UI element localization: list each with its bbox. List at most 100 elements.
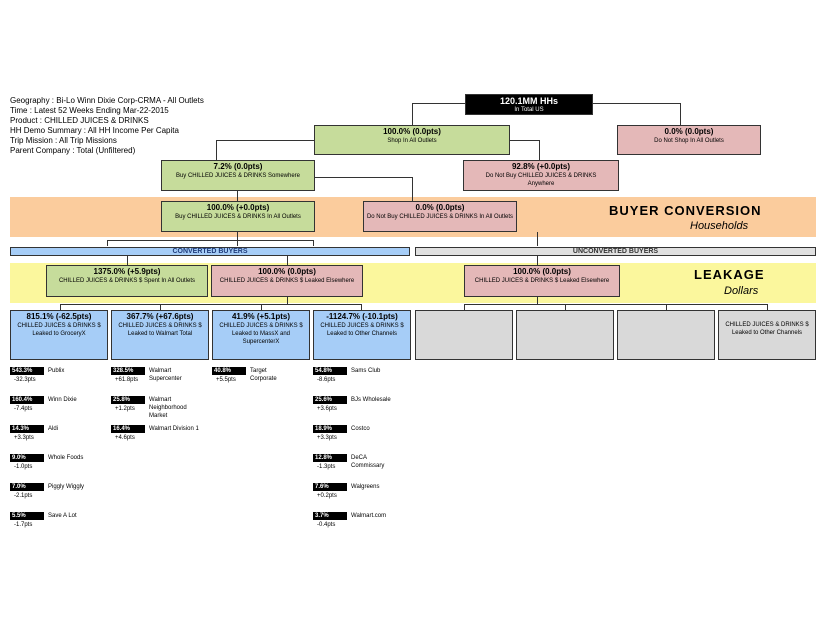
leak-pct: 543.3% [10,367,44,375]
nobuy-node: 92.8% (+0.0pts) Do Not Buy CHILLED JUICE… [463,160,619,191]
nobuy-value: 92.8% (+0.0pts) [511,162,571,171]
connector [464,304,465,311]
connector [314,177,412,178]
leak-change: +1.2pts [115,406,135,412]
unconverted-channel-empty [516,310,614,360]
leak-retailer: Costco [351,426,370,432]
connector [60,304,362,305]
connector [361,304,362,311]
filter-trip-mission: Trip Mission : All Trip Missions [10,136,117,145]
leak-change: +3.6pts [317,406,337,412]
leak-change: +0.2pts [317,493,337,499]
filter-parent-company: Parent Company : Total (Unfiltered) [10,146,136,155]
unconverted-channel-empty [415,310,513,360]
connector [127,256,128,265]
connector [412,177,413,201]
noshop-label: Do Not Shop In All Outlets [654,138,724,144]
leak-retailer: Save A Lot [48,513,77,519]
connector [412,103,466,104]
connector [313,240,314,246]
leak-change: -2.1pts [14,493,33,499]
leak-retailer: Aldi [48,426,59,432]
connector [412,103,413,126]
channel-mass-node: 41.9% (+5.1pts) CHILLED JUICES & DRINKS … [212,310,310,360]
nobuy-in-value: 0.0% (0.0pts) [415,203,465,212]
leaked-unconverted-node: 100.0% (0.0pts) CHILLED JUICES & DRINKS … [464,265,620,297]
connector [537,256,538,265]
leak-retailer: Walgreens [351,484,380,490]
leaked-value: 100.0% (0.0pts) [258,267,316,276]
channel-walmart-label: CHILLED JUICES & DRINKS $ Leaked to Walm… [118,323,202,337]
unconverted-channel-empty [617,310,715,360]
shop-node: 100.0% (0.0pts) Shop In All Outlets [314,125,510,155]
total-hh-node: 120.1MM HHs In Total US [465,94,593,115]
channel-other-label: CHILLED JUICES & DRINKS $ Leaked to Othe… [320,323,404,337]
report-filters: Geography : Bi-Lo Winn Dixie Corp-CRMA -… [10,96,204,156]
leak-pct: 25.8% [111,396,145,404]
total-hh-value: 120.1MM HHs [499,96,559,106]
converted-buyers-header: CONVERTED BUYERS [10,247,410,256]
leaked-node: 100.0% (0.0pts) CHILLED JUICES & DRINKS … [211,265,363,297]
nobuy-label: Do Not Buy CHILLED JUICES & DRINKS Anywh… [485,173,597,187]
channel-mass-value: 41.9% (+5.1pts) [231,312,291,321]
leak-change: -0.4pts [317,522,336,528]
filter-geography: Geography : Bi-Lo Winn Dixie Corp-CRMA -… [10,96,204,105]
unconverted-buyers-header: UNCONVERTED BUYERS [415,247,816,256]
leak-change: +4.6pts [115,435,135,441]
connector [107,240,313,241]
leak-pct: 40.8% [212,367,246,375]
channel-other-node: -1124.7% (-10.1pts) CHILLED JUICES & DRI… [313,310,411,360]
leak-retailer: Sams Club [351,368,381,374]
total-hh-label: In Total US [514,107,544,113]
nobuy-in-node: 0.0% (0.0pts) Do Not Buy CHILLED JUICES … [363,201,517,232]
channel-other-value: -1124.7% (-10.1pts) [326,312,398,321]
leak-change: -7.4pts [14,406,33,412]
connector [592,103,680,104]
nobuy-in-label: Do Not Buy CHILLED JUICES & DRINKS In Al… [366,214,514,220]
leak-retailer: Walmart.com [351,513,387,519]
leak-change: -8.6pts [317,377,336,383]
leak-pct: 54.8% [313,367,347,375]
spent-value: 1375.0% (+5.9pts) [93,267,161,276]
buy-in-value: 100.0% (+0.0pts) [206,203,270,212]
leak-pct: 5.5% [10,512,44,520]
connector [160,304,161,311]
leak-pct: 7.0% [10,483,44,491]
leak-pct: 14.3% [10,425,44,433]
leaked-unconverted-label: CHILLED JUICES & DRINKS $ Leaked Elsewhe… [474,278,610,284]
buy-label: Buy CHILLED JUICES & DRINKS Somewhere [175,173,301,179]
connector [107,240,108,246]
leak-change: -1.3pts [317,464,336,470]
connector [537,232,538,246]
channel-walmart-value: 367.7% (+67.6pts) [126,312,194,321]
connector [287,256,288,265]
spent-label: CHILLED JUICES & DRINKS $ Spent In All O… [58,278,196,284]
connector [261,304,262,311]
leak-pct: 328.5% [111,367,145,375]
connector [537,296,538,304]
buy-in-label: Buy CHILLED JUICES & DRINKS In All Outle… [175,214,301,220]
leak-pct: 9.0% [10,454,44,462]
leak-retailer: Publix [48,368,65,374]
leak-retailer: Whole Foods [48,455,84,461]
connector [767,304,768,311]
shop-value: 100.0% (0.0pts) [383,127,441,136]
leak-retailer: BJs Wholesale [351,397,391,403]
filter-time: Time : Latest 52 Weeks Ending Mar-22-201… [10,106,169,115]
buy-node: 7.2% (0.0pts) Buy CHILLED JUICES & DRINK… [161,160,315,191]
leak-change: +61.8pts [115,377,139,383]
leakage-subtitle: Dollars [724,285,759,297]
noshop-node: 0.0% (0.0pts) Do Not Shop In All Outlets [617,125,761,155]
leak-change: -1.0pts [14,464,33,470]
leak-change: +3.3pts [317,435,337,441]
channel-grocery-node: 815.1% (-62.5pts) CHILLED JUICES & DRINK… [10,310,108,360]
leak-pct: 25.6% [313,396,347,404]
noshop-value: 0.0% (0.0pts) [664,127,714,136]
channel-walmart-node: 367.7% (+67.6pts) CHILLED JUICES & DRINK… [111,310,209,360]
unconverted-channel-other: CHILLED JUICES & DRINKS $ Leaked to Othe… [718,310,816,360]
leak-retailer: Piggly Wiggly [48,484,85,490]
channel-mass-label: CHILLED JUICES & DRINKS $ Leaked to Mass… [219,323,303,345]
connector [680,103,681,126]
connector [216,140,217,161]
channel-grocery-value: 815.1% (-62.5pts) [26,312,92,321]
